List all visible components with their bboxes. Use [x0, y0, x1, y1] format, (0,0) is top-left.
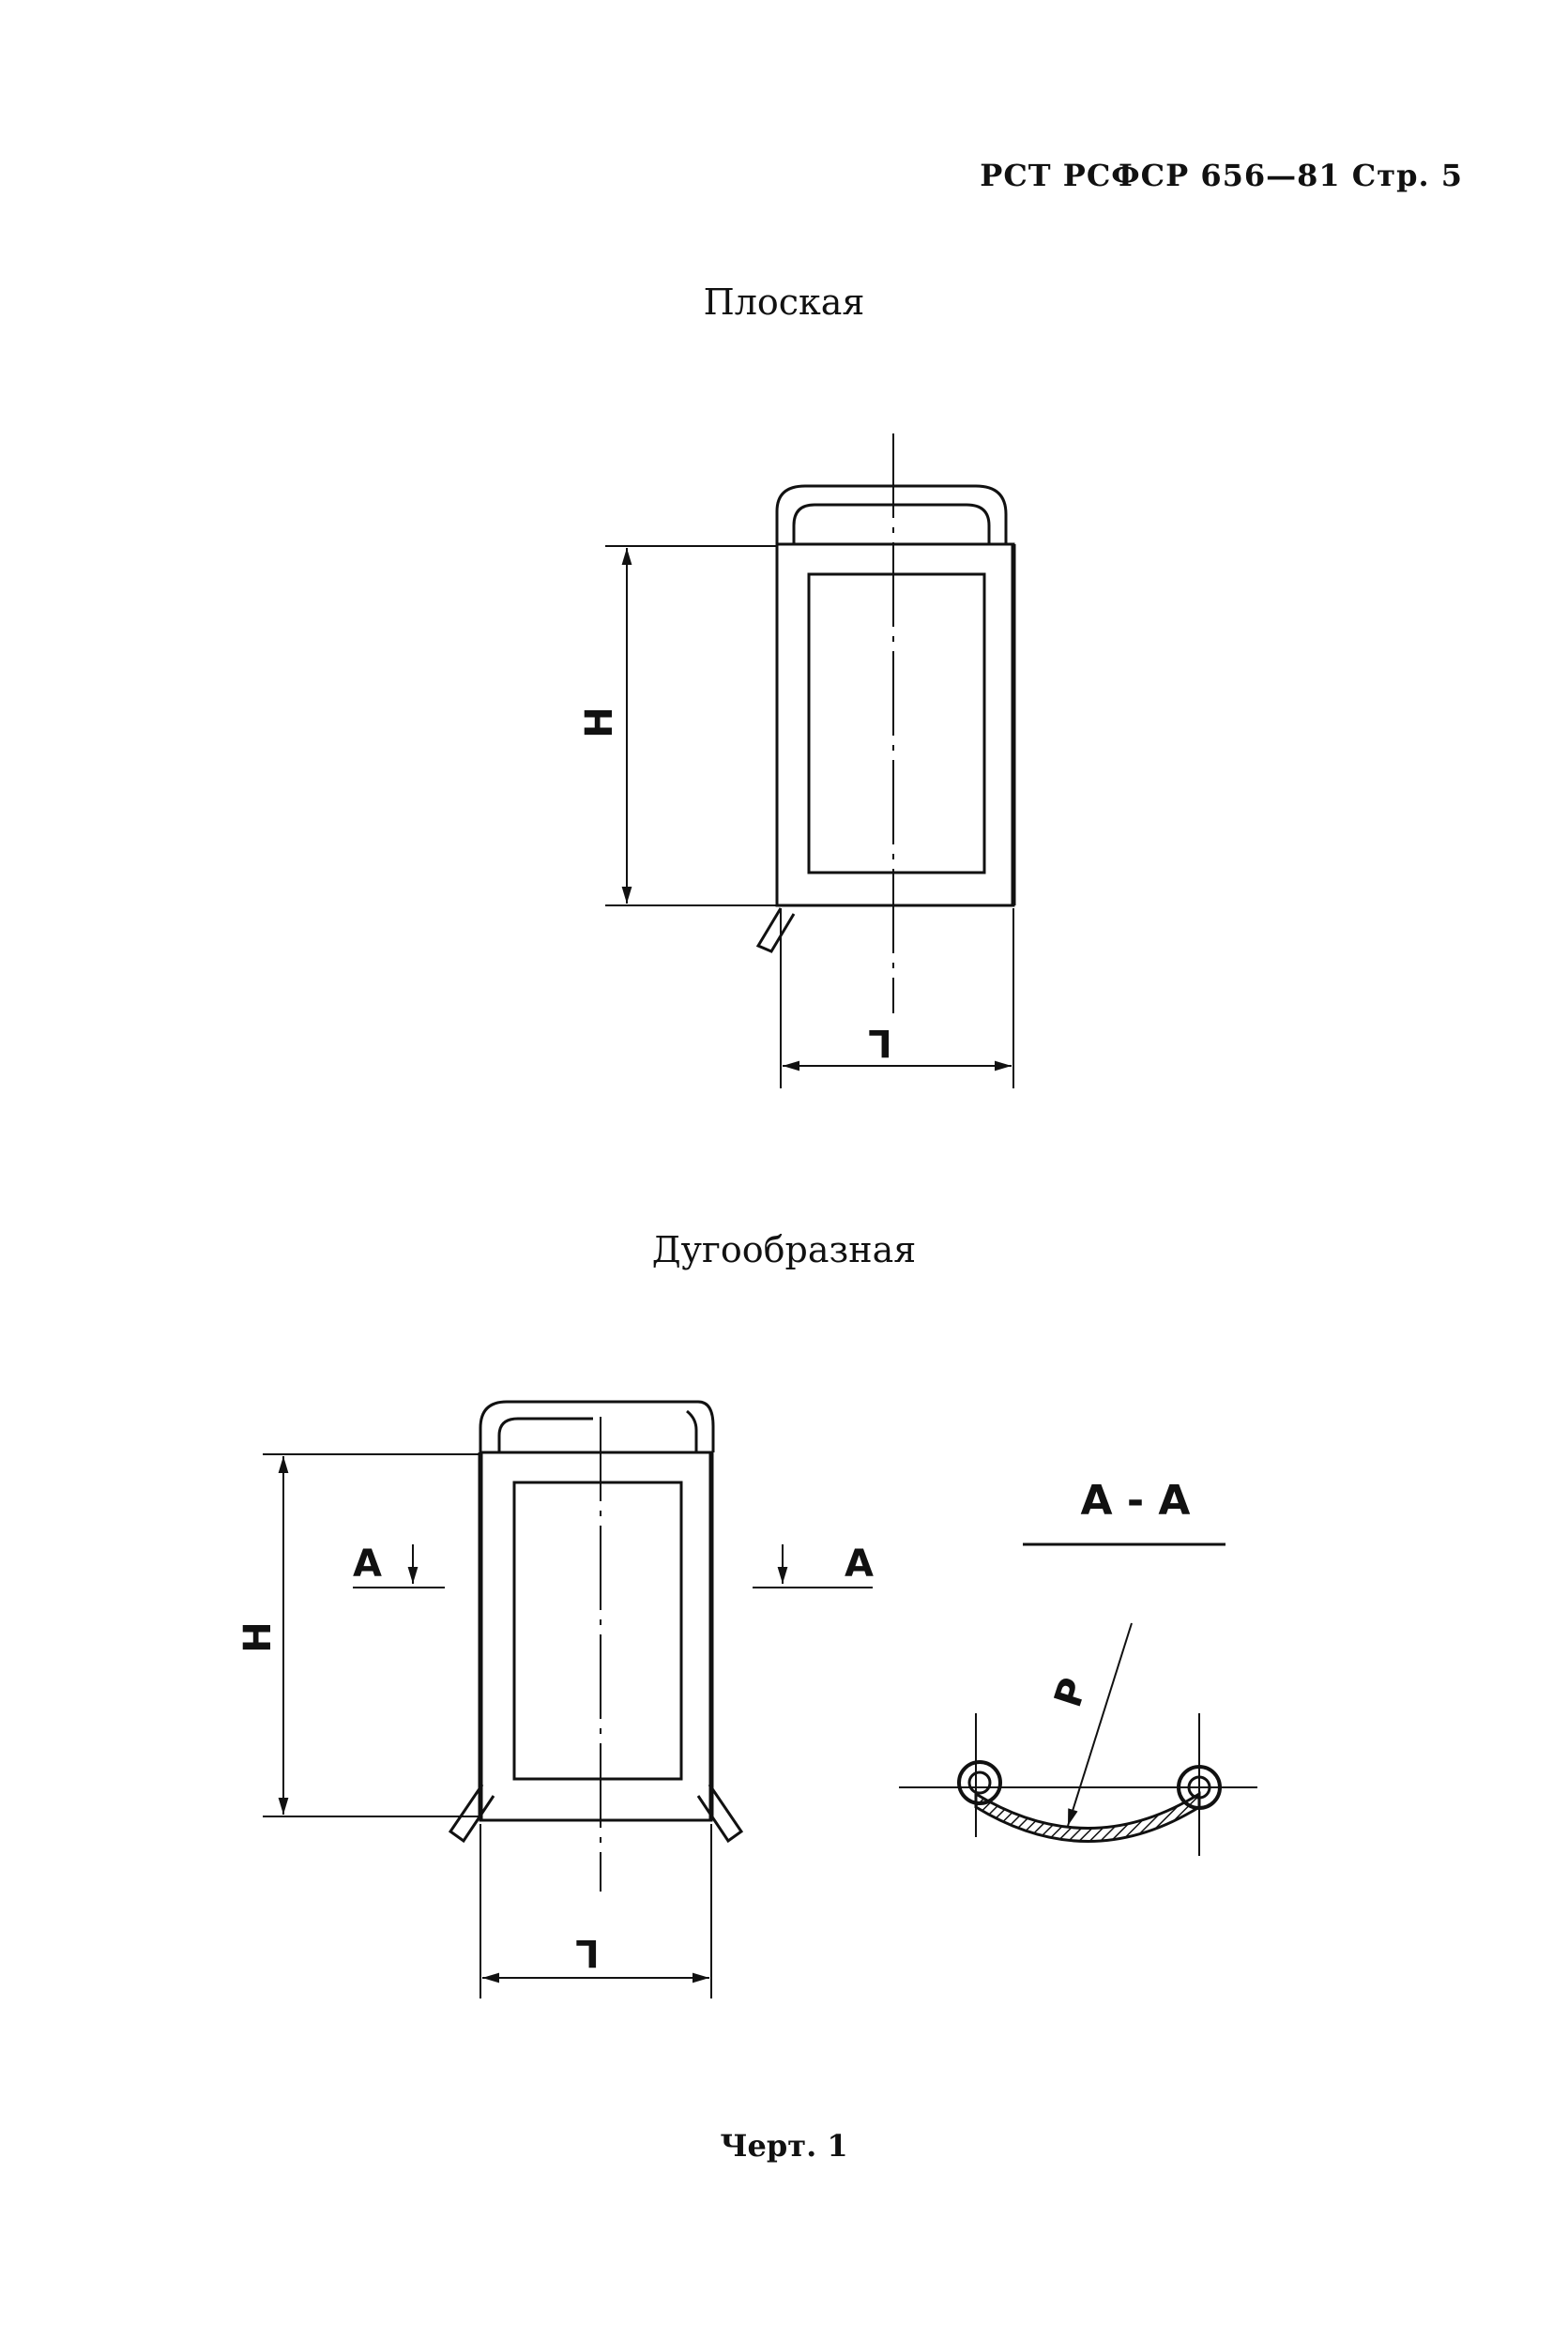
flat-foot — [755, 907, 796, 953]
section-mark-right-label: А — [845, 1542, 874, 1586]
arc-view-drawing — [263, 1400, 873, 1998]
section-arc-profile — [974, 1791, 1201, 1843]
section-rod-left — [957, 1760, 1002, 1805]
flat-view-drawing — [605, 433, 1016, 1088]
flat-body — [775, 542, 1015, 907]
arc-view-caption: Дугообразная — [651, 1229, 917, 1270]
arc-foot-right — [696, 1784, 744, 1844]
arc-height-label: Н — [236, 1621, 280, 1652]
flat-height-label: Н — [578, 707, 621, 737]
section-mark-left-label: А — [353, 1542, 382, 1586]
arc-handle-outer — [479, 1400, 715, 1452]
flat-view-caption: Плоская — [703, 281, 865, 323]
flat-inner-panel — [807, 572, 986, 874]
flat-length-label: L — [868, 1021, 892, 1064]
figure-label: Черт. 1 — [720, 2128, 848, 2164]
radius-leader — [1067, 1622, 1133, 1827]
flat-handle-outer — [775, 484, 1008, 544]
page-header: РСТ РСФСР 656—81 Стр. 5 — [980, 158, 1463, 193]
arc-handle-inner — [497, 1417, 593, 1452]
section-view-drawing — [899, 1542, 1257, 1856]
arc-length-label: L — [575, 1931, 600, 1974]
flat-handle-inner — [792, 503, 991, 544]
arc-foot-left — [448, 1784, 495, 1844]
arc-inner-panel — [512, 1481, 683, 1781]
section-title: А - А — [1080, 1477, 1190, 1525]
radius-label: Р — [1046, 1673, 1096, 1712]
section-rod-right — [1177, 1765, 1222, 1810]
